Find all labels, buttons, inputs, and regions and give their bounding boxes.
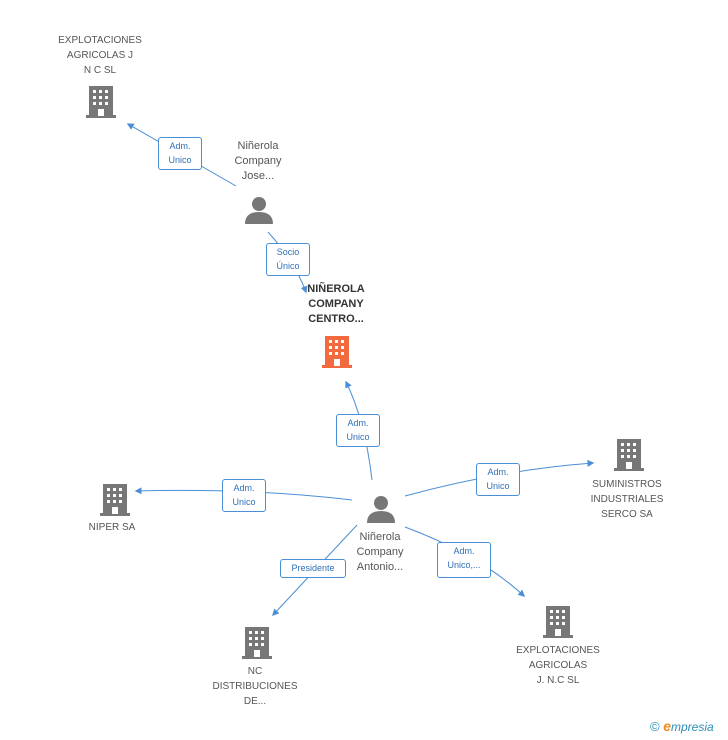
person-icon[interactable]: [367, 496, 395, 523]
node-label-explotaciones-jnc2[interactable]: EXPLOTACIONES AGRICOLAS J. N.C SL: [516, 645, 600, 686]
building-icon[interactable]: [100, 484, 130, 516]
node-label-person-antonio[interactable]: Niñerola Company Antonio...: [356, 531, 404, 573]
building-icon-main[interactable]: [322, 336, 352, 368]
node-label-suministros[interactable]: SUMINISTROS INDUSTRIALES SERCO SA: [590, 479, 664, 520]
edge-label-adm-unico: Adm. Unico: [476, 463, 520, 496]
footer-brand: © empresia: [650, 718, 714, 734]
building-icon[interactable]: [543, 606, 573, 638]
edge-label-socio-unico: Socio Único: [266, 243, 310, 276]
node-label-explotaciones-jnc[interactable]: EXPLOTACIONES AGRICOLAS J N C SL: [58, 35, 142, 76]
node-label-nc-distribuciones[interactable]: NC DISTRIBUCIONES DE...: [212, 666, 298, 707]
building-icon[interactable]: [86, 86, 116, 118]
brand-logo-text: mpresia: [671, 720, 714, 734]
node-label-main-company[interactable]: NIÑEROLA COMPANY CENTRO...: [307, 283, 365, 325]
node-label-niper[interactable]: NIPER SA: [88, 522, 136, 533]
edge-label-adm-unico: Adm. Unico: [336, 414, 380, 447]
edge-label-presidente: Presidente: [280, 559, 346, 578]
copyright-symbol: ©: [650, 719, 660, 734]
brand-logo-e: e: [663, 718, 672, 734]
node-label-person-jose[interactable]: Niñerola Company Jose...: [234, 140, 282, 182]
edge-label-adm-unico-etc: Adm. Unico,...: [437, 542, 491, 578]
building-icon[interactable]: [242, 627, 272, 659]
person-icon[interactable]: [245, 197, 273, 224]
edge-label-adm-unico: Adm. Unico: [158, 137, 202, 170]
building-icon[interactable]: [614, 439, 644, 471]
edge-label-adm-unico: Adm. Unico: [222, 479, 266, 512]
